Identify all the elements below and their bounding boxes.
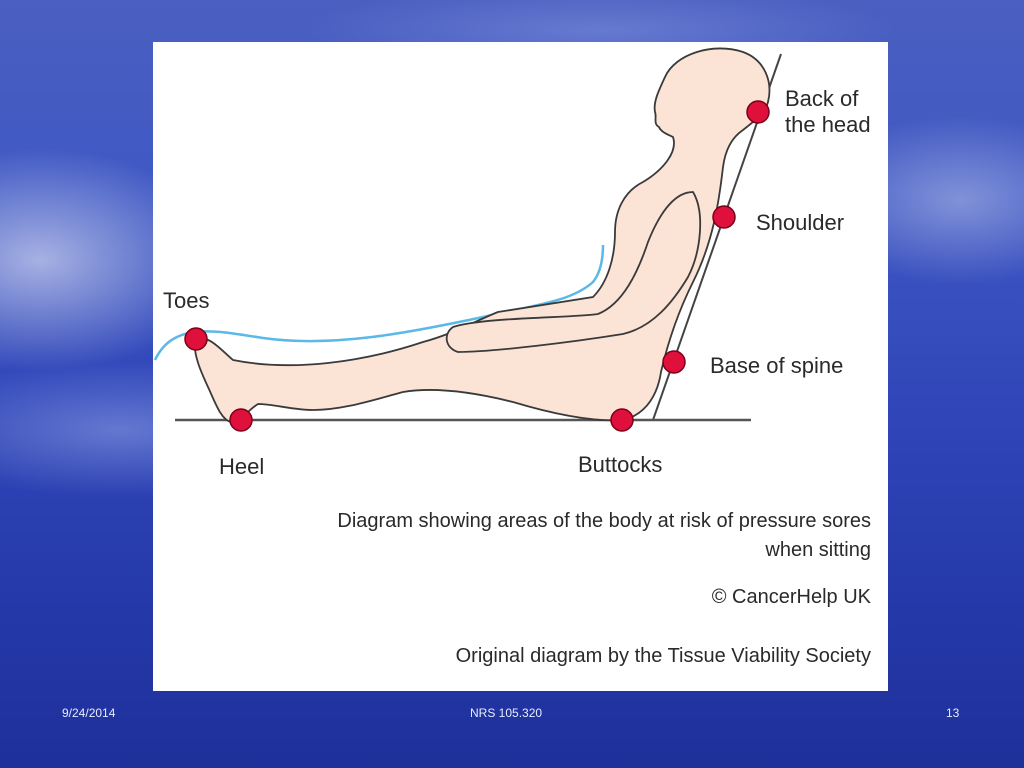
seated-body-diagram (153, 47, 782, 432)
copyright-text: © CancerHelp UK (711, 586, 871, 608)
label-back-of-head: Back of the head (785, 86, 871, 137)
caption-line-1: Diagram showing areas of the body at ris… (337, 510, 871, 532)
footer-course: NRS 105.320 (470, 706, 543, 720)
diagram-panel: Back of the head Shoulder Base of spine … (153, 42, 888, 691)
footer-date: 9/24/2014 (62, 706, 116, 720)
footer-page-number: 13 (946, 706, 960, 720)
blanket-curve (153, 244, 605, 361)
credit-text: Original diagram by the Tissue Viability… (455, 645, 871, 667)
pressure-point-buttocks (610, 408, 634, 432)
caption-line-2: when sitting (765, 539, 871, 561)
label-buttocks: Buttocks (578, 452, 663, 477)
label-base-of-spine: Base of spine (710, 353, 844, 378)
pressure-point-base-of-spine (662, 350, 686, 374)
pressure-point-shoulder (712, 205, 736, 229)
label-shoulder: Shoulder (756, 210, 845, 235)
pressure-point-heel (229, 408, 253, 432)
arm-outline (445, 191, 702, 353)
pressure-point-back-of-head (746, 100, 770, 124)
pressure-point-toes (184, 327, 208, 351)
label-heel: Heel (219, 454, 265, 479)
label-toes: Toes (163, 288, 210, 313)
